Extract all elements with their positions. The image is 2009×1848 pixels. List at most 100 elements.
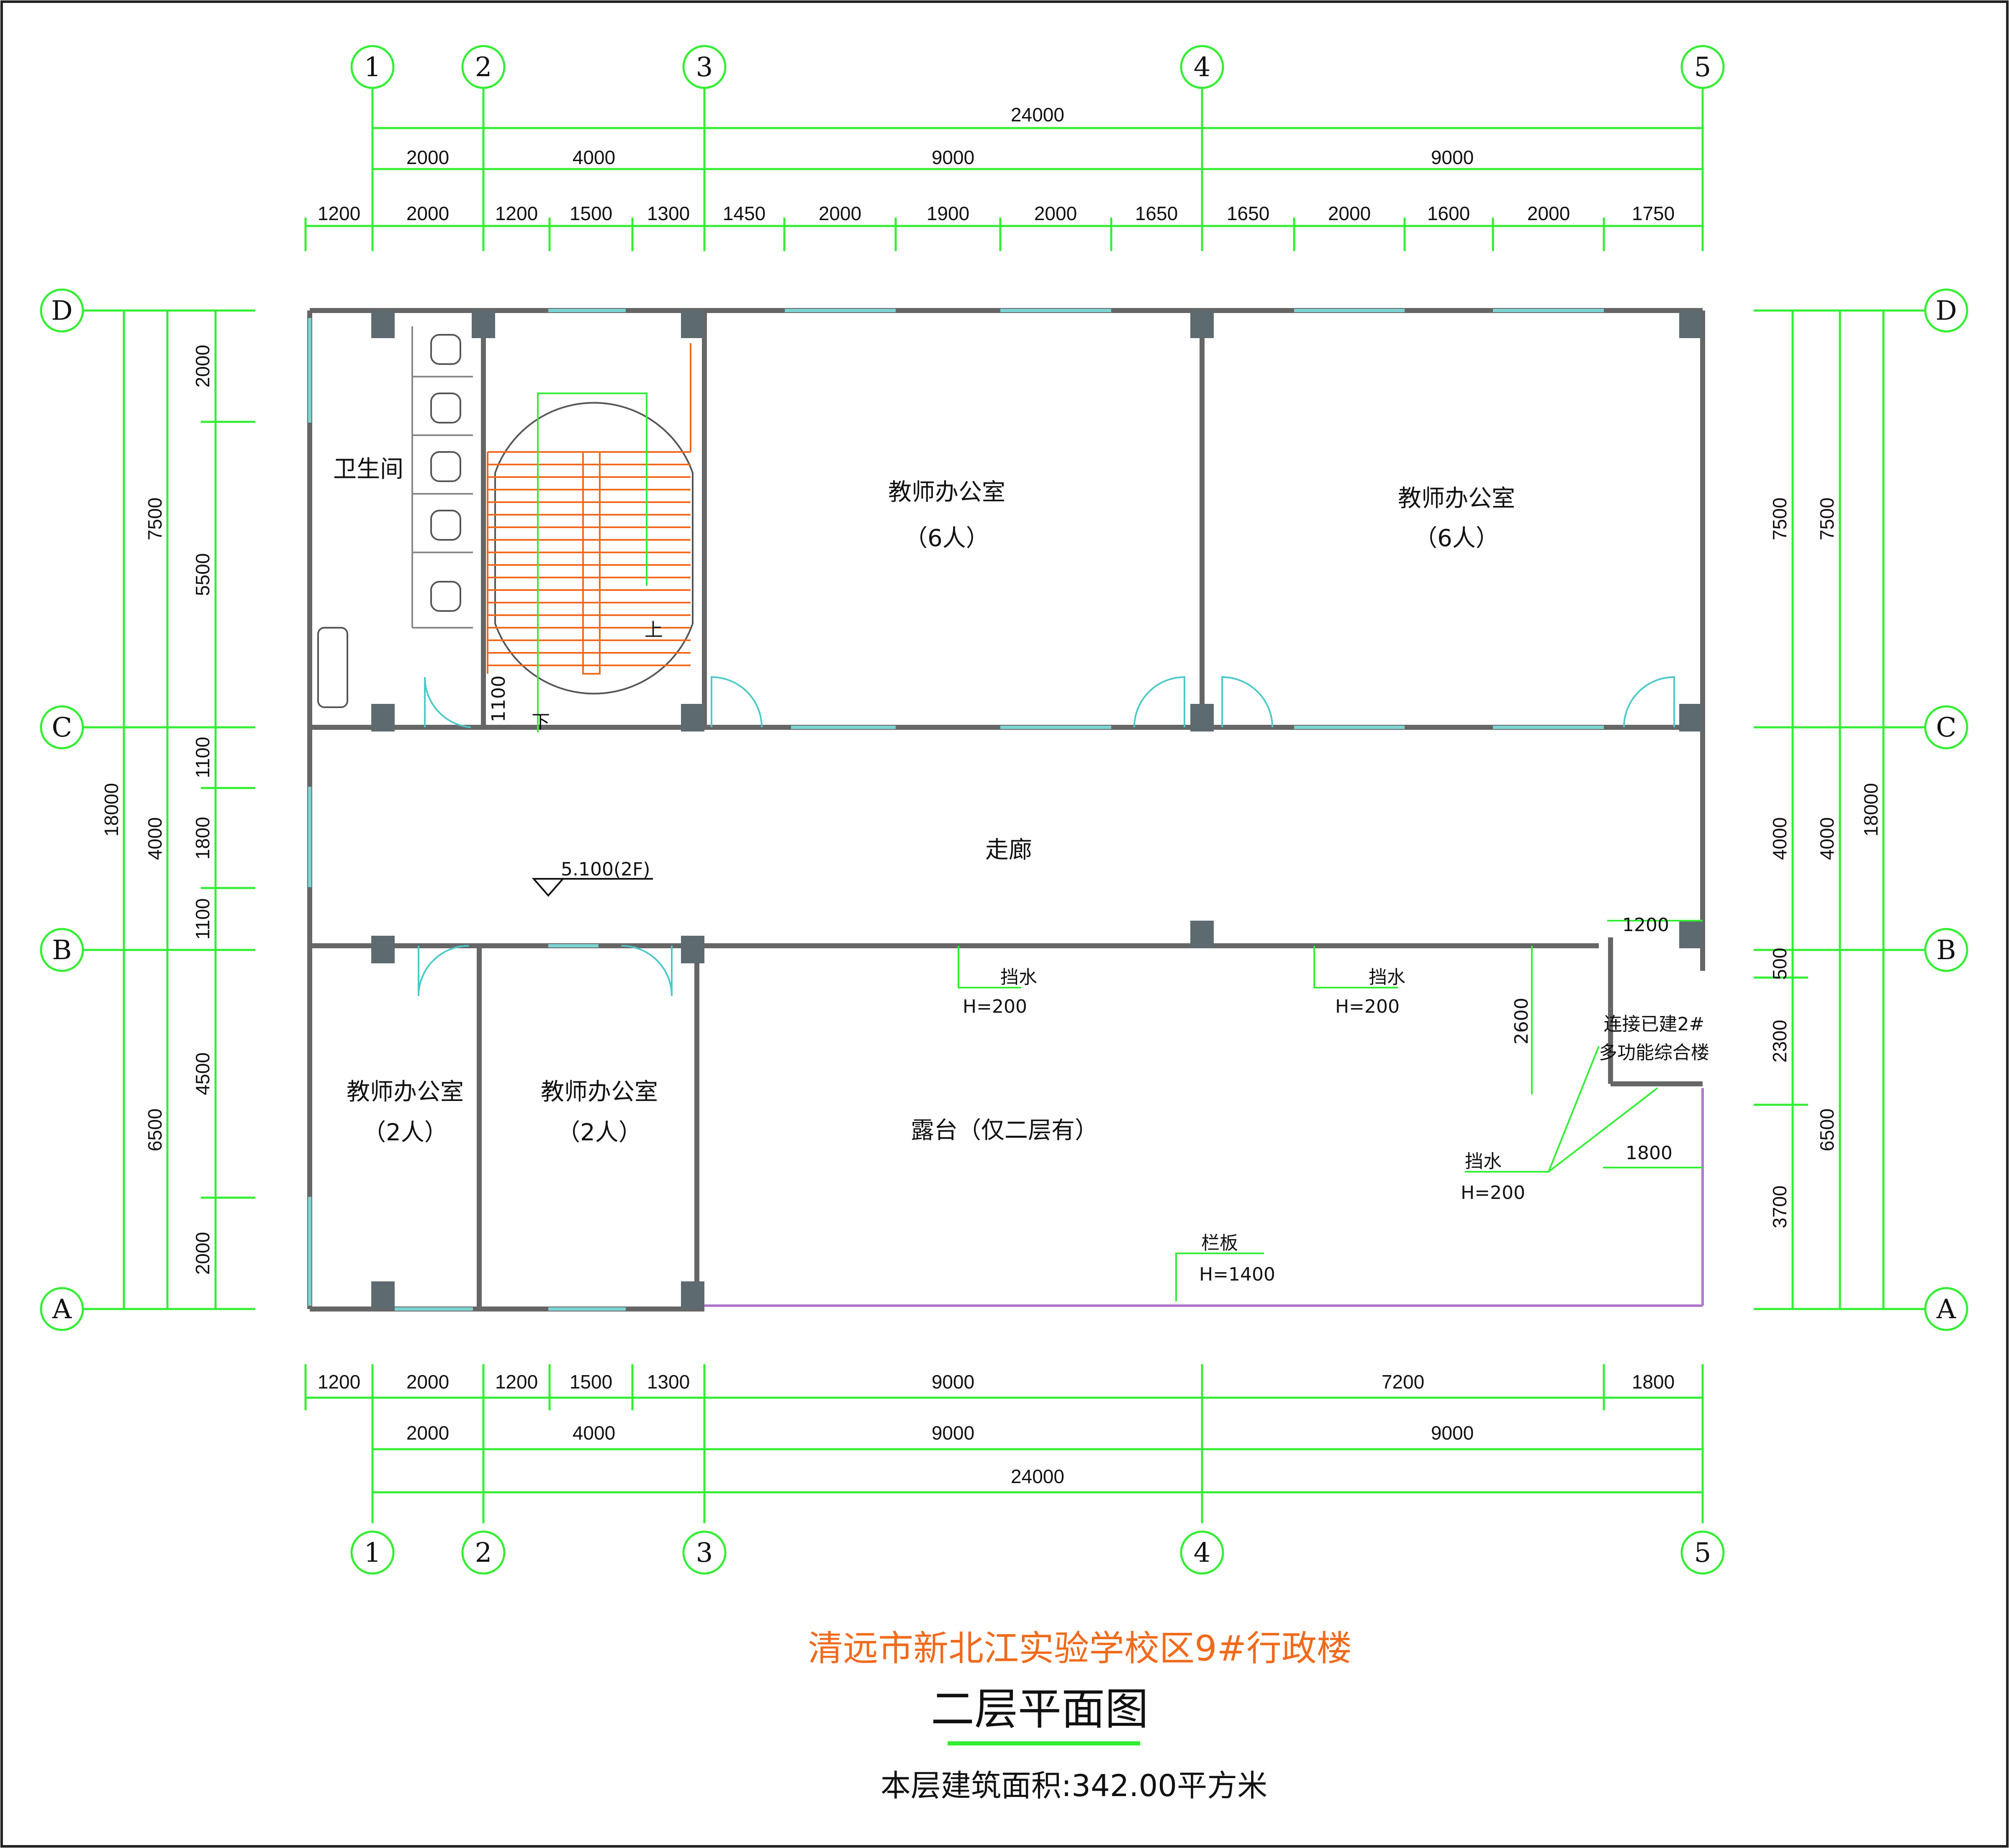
office-name: 教师办公室 [347, 1078, 464, 1106]
water-stop-label: 挡水 [1369, 967, 1405, 988]
bottom-detail-dim: 2000 [406, 1371, 449, 1393]
toilet-label: 卫生间 [333, 456, 403, 483]
top-bay-dim: 9000 [932, 146, 974, 168]
right-detail-dim: 7500 [1769, 498, 1791, 540]
top-detail-dim: 1200 [495, 203, 538, 224]
grid-bubble-4: 4 [1194, 52, 1211, 83]
toilet-fixture [430, 451, 461, 482]
grid-bubble-A: A [1936, 1294, 1956, 1325]
bottom-detail-dim: 1300 [647, 1371, 690, 1393]
left-grid-bubbles: D C B A [40, 288, 84, 1331]
link-width-dim: 1200 [1622, 914, 1669, 936]
top-bay-dim: 2000 [406, 146, 449, 168]
top-detail-dim: 1900 [927, 203, 969, 224]
bottom-detail-dim: 1500 [570, 1371, 612, 1393]
right-detail-dim: 3700 [1769, 1186, 1791, 1228]
left-detail-dim: 2000 [192, 1232, 213, 1275]
right-bay-dim: 6500 [1816, 1109, 1838, 1151]
right-bay-dim: 4000 [1816, 817, 1838, 860]
grid-bubble-B: B [52, 935, 72, 966]
structural-columns [371, 311, 1703, 1309]
bottom-detail-dim: 1200 [495, 1371, 538, 1393]
railing-height: H=1400 [1199, 1264, 1275, 1285]
toilet-fixture [430, 334, 461, 365]
left-detail-dim: 1100 [192, 898, 213, 940]
top-bay-dim: 9000 [1431, 146, 1474, 168]
toilet-fixture [430, 581, 461, 612]
bottom-detail-dim: 9000 [932, 1371, 974, 1393]
top-detail-dim: 1200 [318, 203, 360, 224]
right-dimensions: 7500 4000 500 2300 3700 7500 4000 6500 1… [1754, 309, 1929, 1310]
top-detail-dim: 2000 [1328, 203, 1371, 224]
bottom-total-dim: 24000 [1011, 1466, 1064, 1487]
grid-bubble-B: B [1936, 935, 1956, 966]
top-detail-dim: 1650 [1135, 203, 1178, 224]
bottom-dimensions: 1200 2000 1200 1500 1300 9000 7200 1800 … [304, 1364, 1704, 1523]
office-capacity: （6人） [904, 525, 989, 552]
grid-bubble-3: 3 [696, 1537, 713, 1568]
top-detail-dim: 2000 [406, 203, 449, 224]
terrace-label: 露台（仅二层有） [911, 1117, 1098, 1144]
grid-bubble-5: 5 [1694, 1537, 1711, 1568]
grid-bubble-3: 3 [696, 52, 713, 83]
elevation-label: 5.100(2F) [561, 859, 650, 880]
stair: 上 下 1100 [487, 343, 694, 733]
grid-bubble-D: D [1935, 295, 1957, 326]
drawing-title: 二层平面图 [931, 1684, 1148, 1735]
top-detail-dim: 2000 [1527, 203, 1570, 224]
left-detail-dim: 1800 [192, 817, 213, 860]
bottom-bay-dim: 9000 [1431, 1422, 1474, 1444]
terrace-railing [704, 1088, 1704, 1307]
left-bay-dim: 6500 [144, 1109, 166, 1151]
grid-bubble-1: 1 [364, 52, 381, 83]
right-grid-bubbles: D C B A [1924, 288, 1968, 1331]
link-label: 多功能综合楼 [1599, 1042, 1709, 1063]
toilet-fixture [430, 393, 461, 424]
corridor-label: 走廊 [985, 837, 1032, 864]
toilet-fixture [430, 510, 461, 541]
left-total-dim: 18000 [100, 783, 122, 837]
bottom-detail-dim: 7200 [1382, 1371, 1424, 1393]
link-depth-dim: 2600 [1511, 998, 1532, 1045]
bottom-grid-bubbles: 1 2 3 4 5 [350, 1530, 1725, 1575]
windows [308, 309, 1604, 1311]
grid-bubble-D: D [51, 295, 72, 326]
top-detail-dim: 1300 [647, 203, 690, 224]
top-detail-dim: 1600 [1427, 203, 1470, 224]
grid-bubble-C: C [1936, 712, 1957, 743]
stair-width-dim: 1100 [488, 675, 509, 722]
water-stop-label: 挡水 [1465, 1151, 1502, 1172]
left-bay-dim: 4000 [144, 817, 166, 860]
right-total-dim: 18000 [1860, 783, 1882, 837]
railing-label: 栏板 [1201, 1232, 1238, 1254]
left-detail-dim: 5500 [192, 553, 213, 596]
bottom-detail-dim: 1200 [318, 1371, 360, 1393]
left-detail-dim: 2000 [192, 345, 213, 388]
top-bay-dim: 4000 [573, 146, 615, 168]
stair-down-label: 下 [532, 711, 550, 733]
top-detail-dim: 1650 [1227, 203, 1269, 224]
doors [418, 676, 1675, 996]
office-name: 教师办公室 [888, 479, 1005, 506]
grid-bubble-2: 2 [475, 52, 492, 83]
stair-up-label: 上 [645, 619, 663, 641]
toilet-stalls [317, 326, 473, 708]
left-detail-dim: 1100 [192, 737, 213, 778]
annotations: 5.100(2F) 挡水 H=200 挡水 H=200 挡水 H=200 栏板 … [532, 859, 1703, 1301]
office-capacity: （6人） [1414, 525, 1499, 552]
link-label: 连接已建2# [1604, 1014, 1705, 1035]
left-bay-dim: 7500 [144, 498, 166, 540]
bottom-bay-dim: 2000 [406, 1422, 449, 1444]
top-detail-dim: 2000 [819, 203, 861, 224]
bottom-detail-dim: 1800 [1632, 1371, 1675, 1393]
grid-bubble-1: 1 [364, 1537, 381, 1568]
bottom-bay-dim: 4000 [573, 1422, 615, 1444]
office-capacity: （2人） [362, 1119, 448, 1146]
top-detail-dim: 2000 [1034, 203, 1077, 224]
top-grid-bubbles: 1 2 3 4 5 [350, 45, 1725, 89]
water-stop-label: 挡水 [1000, 967, 1037, 988]
top-total-dim: 24000 [1011, 104, 1064, 126]
bottom-bay-dim: 9000 [932, 1422, 974, 1444]
